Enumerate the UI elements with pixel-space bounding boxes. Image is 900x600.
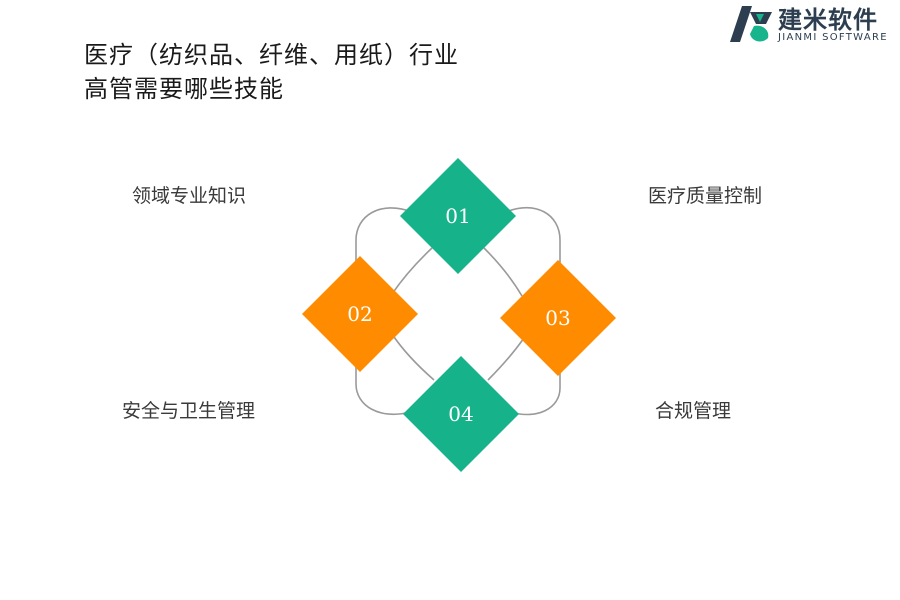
skill-label-04: 合规管理 xyxy=(655,400,732,422)
node-04-diamond xyxy=(403,356,519,472)
connector-inner-03-04 xyxy=(487,337,525,381)
connector-loop-bottom-right xyxy=(509,369,561,416)
jianmi-logo-icon xyxy=(730,6,772,42)
brand-name: 建米软件 xyxy=(778,6,878,34)
connector-inner-01-02 xyxy=(391,247,433,295)
node-01: 01 xyxy=(400,158,516,274)
brand-logo: 建米软件 JIANMI SOFTWARE xyxy=(722,0,900,48)
skill-label-01: 领域专业知识 xyxy=(132,185,247,207)
title-line-2: 高管需要哪些技能 xyxy=(84,75,284,103)
node-03-diamond xyxy=(500,260,616,376)
node-01-number: 01 xyxy=(445,204,470,228)
node-02-diamond xyxy=(302,256,418,372)
node-01-diamond xyxy=(400,158,516,274)
skill-label-02: 安全与卫生管理 xyxy=(122,400,256,422)
connector-loop-top-left xyxy=(355,207,413,262)
node-02: 02 xyxy=(302,256,418,372)
node-04-number: 04 xyxy=(448,402,473,426)
node-03: 03 xyxy=(500,260,616,376)
skill-label-03: 医疗质量控制 xyxy=(648,185,763,207)
page-title: 医疗（纺织品、纤维、用纸）行业 高管需要哪些技能 xyxy=(84,38,459,106)
title-line-1: 医疗（纺织品、纤维、用纸）行业 xyxy=(84,41,459,69)
brand-subtitle: JIANMI SOFTWARE xyxy=(778,32,888,43)
connector-loop-bottom-left xyxy=(355,366,411,416)
node-02-number: 02 xyxy=(347,302,372,326)
connector-lines xyxy=(355,207,561,416)
connector-inner-02-04 xyxy=(391,333,435,381)
node-04: 04 xyxy=(403,356,519,472)
connector-inner-01-03 xyxy=(483,247,523,297)
node-03-number: 03 xyxy=(545,306,570,330)
connector-loop-top-right xyxy=(505,207,561,265)
